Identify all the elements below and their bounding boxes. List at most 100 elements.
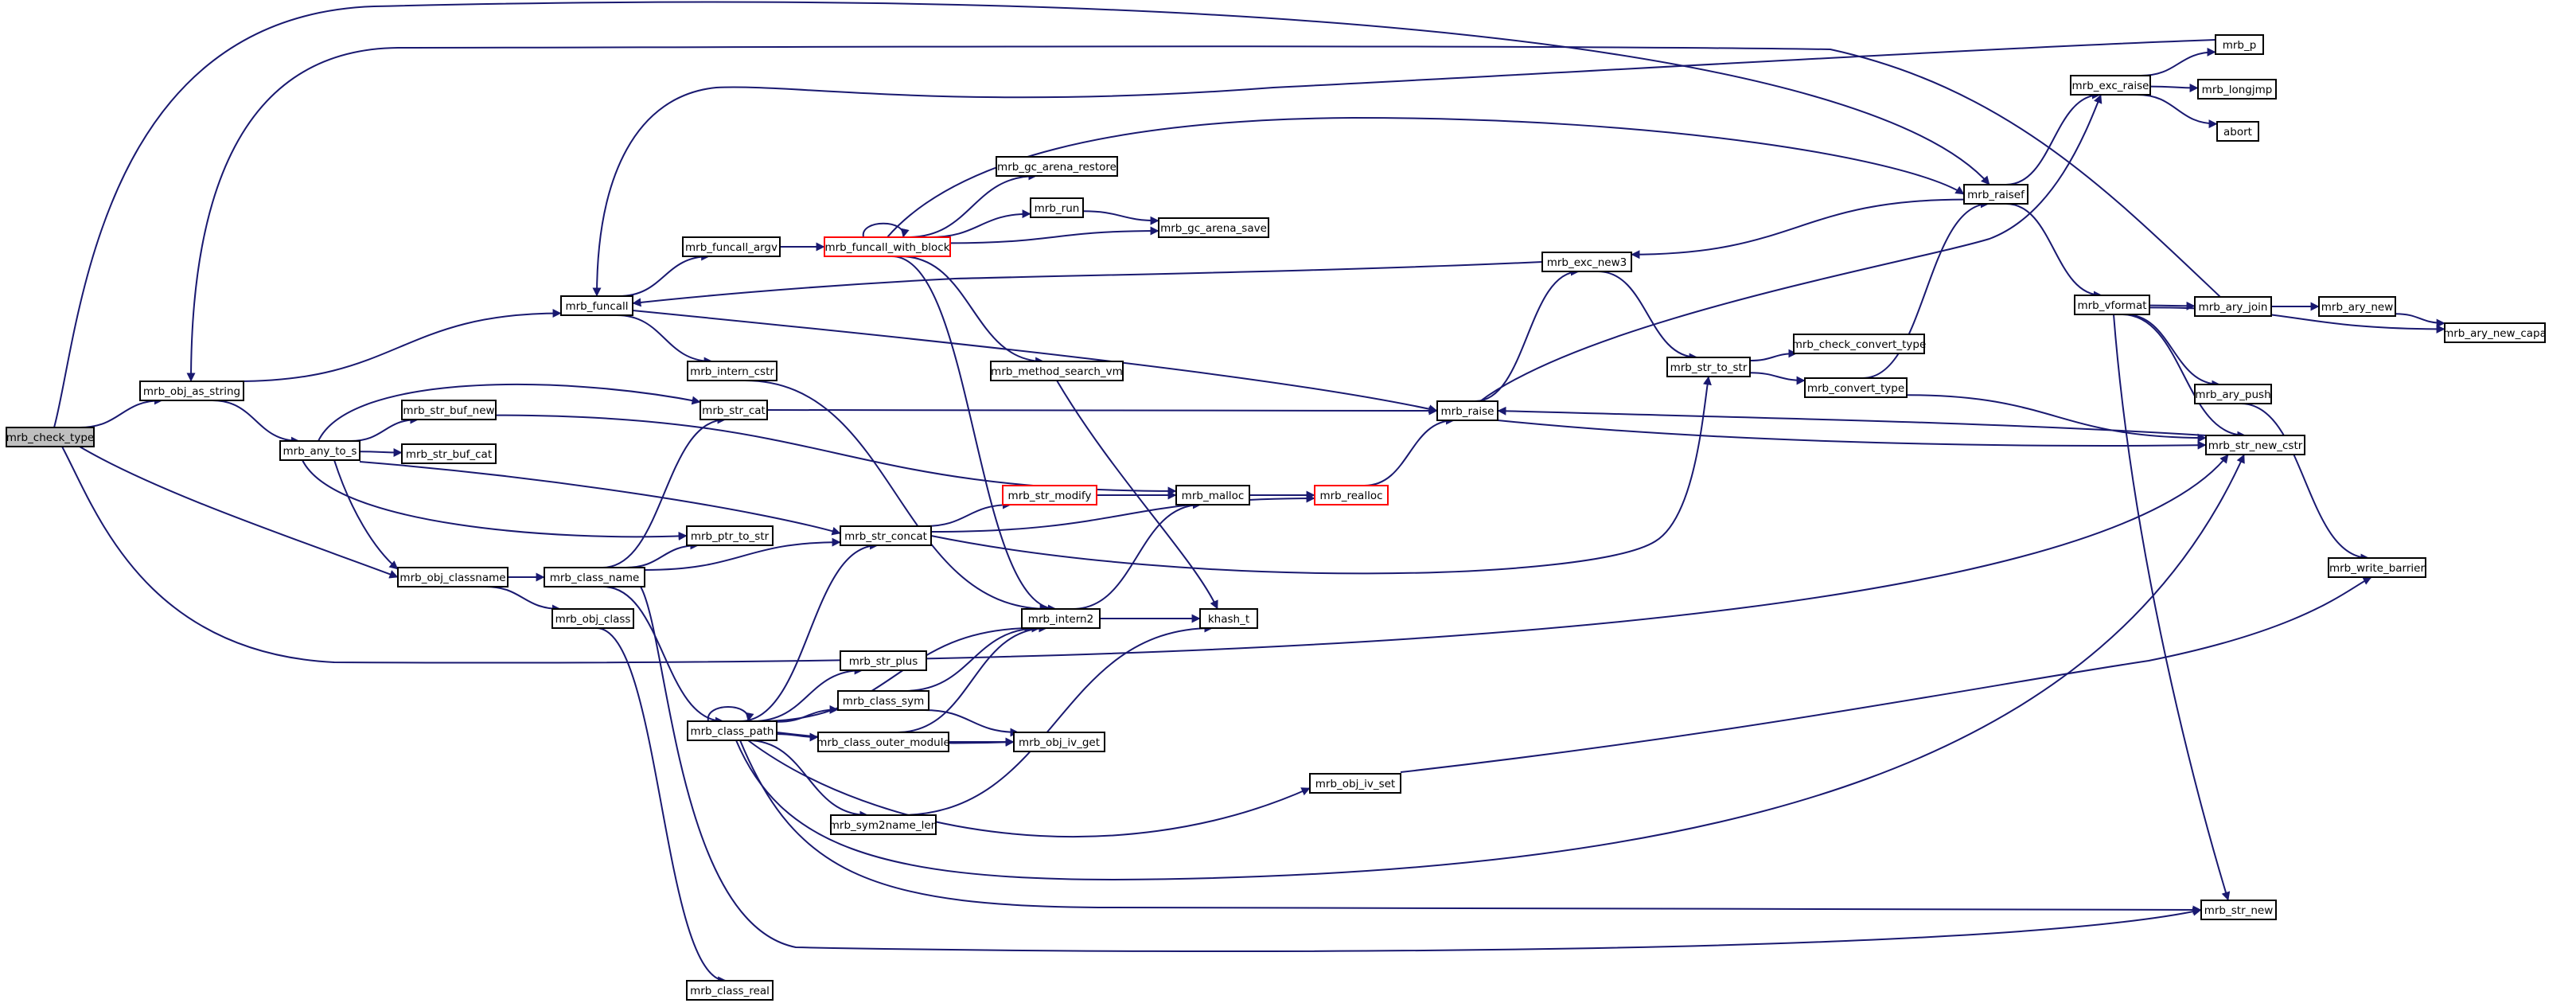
node-mrb-funcall-with-block[interactable]: mrb_funcall_with_block xyxy=(824,236,951,257)
node-mrb-raise[interactable]: mrb_raise xyxy=(1436,400,1498,421)
node-mrb-class-sym[interactable]: mrb_class_sym xyxy=(837,690,929,711)
node-label: mrb_str_buf_new xyxy=(403,404,494,417)
edge-mrb_exc_raise-to-mrb_longjmp xyxy=(2149,83,2199,92)
node-box xyxy=(2328,557,2426,578)
node-label: mrb_obj_class xyxy=(555,613,631,626)
node-mrb-class-name[interactable]: mrb_class_name xyxy=(544,567,645,587)
node-mrb-any-to-s[interactable]: mrb_any_to_s xyxy=(279,440,360,461)
edge-mrb_funcall_with_block-to-mrb_gc_arena_save xyxy=(949,226,1159,244)
edge-mrb_exc_raise-to-mrb_p xyxy=(2141,47,2216,76)
edge-mrb_class_path-to-mrb_obj_iv_set xyxy=(747,740,1311,838)
node-label: mrb_vformat xyxy=(2077,299,2146,312)
node-mrb-str-new-cstr[interactable]: mrb_str_new_cstr xyxy=(2205,435,2305,455)
node-mrb-str-modify[interactable]: mrb_str_modify xyxy=(1002,485,1097,505)
node-mrb-obj-as-string[interactable]: mrb_obj_as_string xyxy=(139,381,244,401)
edge-mrb_funcall_with_block-to-mrb_funcall_with_block xyxy=(862,222,910,238)
node-mrb-obj-iv-set[interactable]: mrb_obj_iv_set xyxy=(1309,773,1401,794)
node-mrb-ary-push[interactable]: mrb_ary_push xyxy=(2194,384,2272,404)
node-mrb-raisef[interactable]: mrb_raisef xyxy=(1963,184,2028,205)
node-label: mrb_p xyxy=(2223,39,2257,52)
edge-mrb_obj_classname-to-mrb_obj_class xyxy=(485,586,561,614)
node-mrb-str-cat[interactable]: mrb_str_cat xyxy=(700,400,768,420)
node-box xyxy=(2216,121,2259,142)
node-box xyxy=(700,400,768,420)
node-box xyxy=(551,608,634,629)
node-label: mrb_ary_join xyxy=(2199,301,2268,314)
node-mrb-convert-type[interactable]: mrb_convert_type xyxy=(1804,377,1908,398)
node-mrb-ary-join[interactable]: mrb_ary_join xyxy=(2194,296,2272,317)
node-mrb-run[interactable]: mrb_run xyxy=(1030,197,1084,218)
node-mrb-method-search-vm[interactable]: mrb_method_search_vm xyxy=(990,361,1124,381)
node-label: mrb_gc_arena_save xyxy=(1160,222,1267,235)
node-box xyxy=(397,567,509,587)
node-mrb-str-plus[interactable]: mrb_str_plus xyxy=(840,650,927,671)
node-mrb-longjmp[interactable]: mrb_longjmp xyxy=(2197,79,2277,100)
node-label: mrb_exc_new3 xyxy=(1547,256,1627,269)
edge-mrb_any_to_s-to-mrb_str_concat xyxy=(359,461,841,536)
node-box xyxy=(1030,197,1084,218)
node-mrb-write-barrier[interactable]: mrb_write_barrier xyxy=(2328,557,2426,578)
node-box xyxy=(1436,400,1498,421)
node-box xyxy=(1804,377,1908,398)
node-mrb-obj-classname[interactable]: mrb_obj_classname xyxy=(397,567,509,587)
node-khash-t[interactable]: khash_t xyxy=(1199,608,1258,629)
node-mrb-ptr-to-str[interactable]: mrb_ptr_to_str xyxy=(686,525,774,546)
edge-mrb_ary_new-to-mrb_ary_new_capa xyxy=(2395,313,2445,328)
node-mrb-ary-new[interactable]: mrb_ary_new xyxy=(2318,296,2396,317)
node-mrb-sym2name-len[interactable]: mrb_sym2name_len xyxy=(829,814,937,835)
edge-mrb_class_name-to-mrb_str_concat xyxy=(644,537,841,571)
node-box xyxy=(840,525,932,546)
node-mrb-malloc[interactable]: mrb_malloc xyxy=(1175,485,1250,505)
node-mrb-str-new[interactable]: mrb_str_new xyxy=(2200,900,2277,920)
node-mrb-class-path[interactable]: mrb_class_path xyxy=(687,720,777,741)
node-mrb-gc-arena-restore[interactable]: mrb_gc_arena_restore xyxy=(996,156,1118,177)
node-mrb-class-outer-module[interactable]: mrb_class_outer_module xyxy=(816,732,950,752)
edge-mrb_raise-to-mrb_exc_new3 xyxy=(1475,267,1580,402)
node-box xyxy=(2194,384,2272,404)
node-label: mrb_ary_new_capa xyxy=(2443,327,2547,340)
node-mrb-p[interactable]: mrb_p xyxy=(2215,34,2264,55)
edge-mrb_str_buf_new-to-mrb_malloc xyxy=(495,414,1177,496)
node-mrb-funcall[interactable]: mrb_funcall xyxy=(560,295,633,316)
node-mrb-funcall-argv[interactable]: mrb_funcall_argv xyxy=(682,236,781,257)
node-mrb-check-convert-type[interactable]: mrb_check_convert_type xyxy=(1792,334,1927,354)
edge-mrb_class_name-to-mrb_str_new xyxy=(640,586,2202,953)
node-mrb-gc-arena-save[interactable]: mrb_gc_arena_save xyxy=(1158,217,1269,238)
edge-mrb_obj_class-to-mrb_class_real xyxy=(596,627,727,986)
node-box xyxy=(1793,334,1925,354)
node-box xyxy=(279,440,360,461)
node-mrb-exc-new3[interactable]: mrb_exc_new3 xyxy=(1541,252,1632,272)
node-label: mrb_funcall xyxy=(565,300,628,313)
edge-mrb_class_path-to-mrb_class_path xyxy=(707,706,754,722)
node-mrb-obj-class[interactable]: mrb_obj_class xyxy=(551,608,634,629)
node-mrb-obj-iv-get[interactable]: mrb_obj_iv_get xyxy=(1013,732,1105,752)
node-mrb-vformat[interactable]: mrb_vformat xyxy=(2074,295,2150,315)
edge-mrb_intern_cstr-to-mrb_intern2 xyxy=(744,380,1049,614)
edge-mrb_ary_push-to-mrb_write_barrier xyxy=(2240,403,2370,563)
node-box xyxy=(401,443,497,464)
node-mrb-str-to-str[interactable]: mrb_str_to_str xyxy=(1666,357,1751,377)
edge-mrb_class_path-to-mrb_class_sym xyxy=(776,705,839,723)
edge-mrb_str_new_cstr-to-mrb_raise xyxy=(1497,406,2207,436)
node-box xyxy=(1666,357,1751,377)
node-box xyxy=(824,236,951,257)
node-mrb-str-buf-new[interactable]: mrb_str_buf_new xyxy=(401,400,497,420)
node-box xyxy=(1002,485,1097,505)
node-mrb-intern2[interactable]: mrb_intern2 xyxy=(1021,608,1101,629)
node-mrb-str-concat[interactable]: mrb_str_concat xyxy=(840,525,932,546)
node-mrb-exc-raise[interactable]: mrb_exc_raise xyxy=(2070,75,2151,96)
node-mrb-str-buf-cat[interactable]: mrb_str_buf_cat xyxy=(401,443,497,464)
node-box xyxy=(2070,75,2151,96)
edge-mrb_raise-to-mrb_str_new_cstr xyxy=(1497,420,2207,450)
edge-mrb_str_concat-to-mrb_str_modify xyxy=(924,500,1012,527)
node-label: mrb_class_outer_module xyxy=(816,736,950,749)
node-mrb-realloc[interactable]: mrb_realloc xyxy=(1314,485,1389,505)
node-abort[interactable]: abort xyxy=(2216,121,2259,142)
node-label: khash_t xyxy=(1208,613,1249,626)
node-mrb-intern-cstr[interactable]: mrb_intern_cstr xyxy=(687,361,777,381)
node-mrb-ary-new-capa[interactable]: mrb_ary_new_capa xyxy=(2443,322,2547,343)
node-box xyxy=(1158,217,1269,238)
edge-mrb_class_path-to-mrb_str_concat xyxy=(739,541,879,722)
node-mrb-class-real[interactable]: mrb_class_real xyxy=(686,980,774,1001)
node-mrb-check-type[interactable]: mrb_check_type xyxy=(6,427,95,447)
